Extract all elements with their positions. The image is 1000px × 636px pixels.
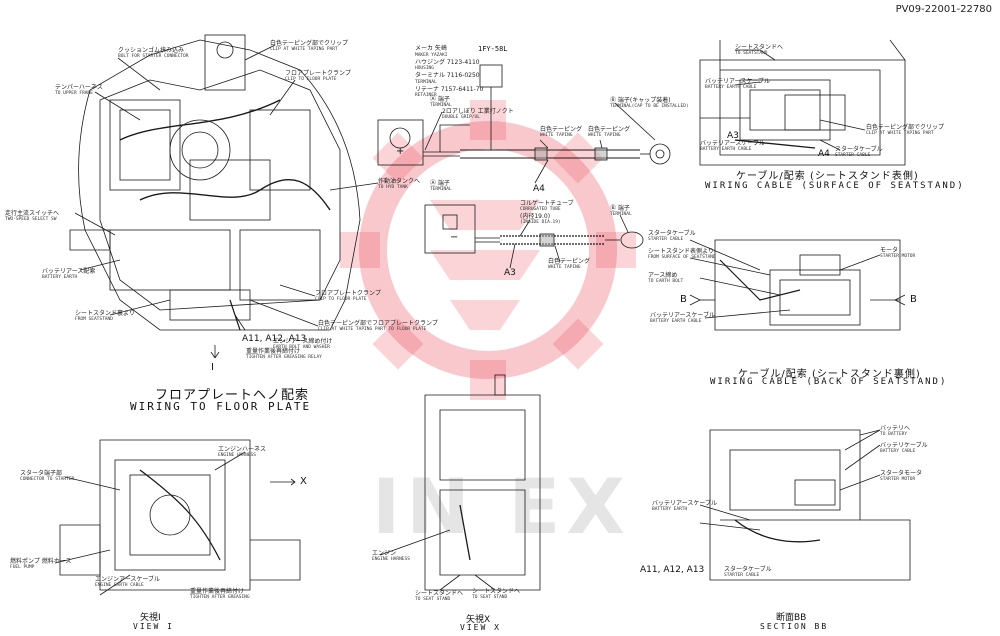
cable-a4-drawing [377,64,671,184]
seat-a3-ref: A3 [727,131,739,141]
a3-tube: コルゲートチューブ CORRUGATED TUBE (内径19.0) (INSI… [520,200,574,225]
section-refs: A11, A12, A13 [640,565,705,575]
cable-a3-drawing [424,204,644,269]
seatstand-surface-drawing [699,39,906,166]
seat-mark-b-right: B [910,294,917,305]
view-i-title-en: VIEW I [133,622,174,631]
seat-mark-b-left: B [680,294,687,305]
view-x-title-en: VIEW X [460,623,501,632]
section-title-en: SECTION BB [760,622,829,631]
floor-section-mark: I [211,362,214,373]
floor-title-jp: フロアプレートヘノ配索 [155,388,310,403]
view-i-drawing [54,439,301,596]
document-id: PV09-22001-22780 [895,4,992,15]
a4-part-no: 1FY-58L [478,45,508,53]
section-title-jp: 断面BB [776,613,807,623]
view-i-arrow-x: X [300,476,307,487]
seat-surface-title-en: WIRING CABLE (SURFACE OF SEATSTAND) [705,181,965,191]
view-x-title-jp: 矢視X [466,615,491,625]
a4-spec: メーカ 矢崎 MAKER YAZAKI ハウジング 7123-4110 HOUS… [415,45,484,98]
seatstand-back-drawing [689,239,906,331]
view-x-drawing [379,374,541,591]
floor-refs: A11, A12, A13 [242,334,307,344]
watermark-text: IN EX [372,462,631,551]
seat-back-title-jp: ケーブル/配索 (シートスタンド裏側) [738,369,921,380]
a3-minus-sign: − [450,232,459,243]
seat-surface-title-jp: ケーブル/配索 (シートスタンド表側) [736,171,919,182]
floor-plate-drawing [69,34,379,359]
seat-back-title-en: WIRING CABLE (BACK OF SEATSTAND) [710,377,948,387]
a4-plus-sign: + [396,146,405,157]
floor-title-en: WIRING TO FLOOR PLATE [130,400,312,413]
seat-a4-ref: A4 [818,149,830,159]
a3-label: A3 [504,268,516,278]
a4-label: A4 [533,184,545,194]
view-i-title-jp: 矢視I [140,613,161,623]
a4-terminal-b: Ⓑ 端子(キャップ装着)TERMINAL(CAP TO BE INSTALLED… [610,97,689,109]
section-bb-drawing [699,429,911,581]
